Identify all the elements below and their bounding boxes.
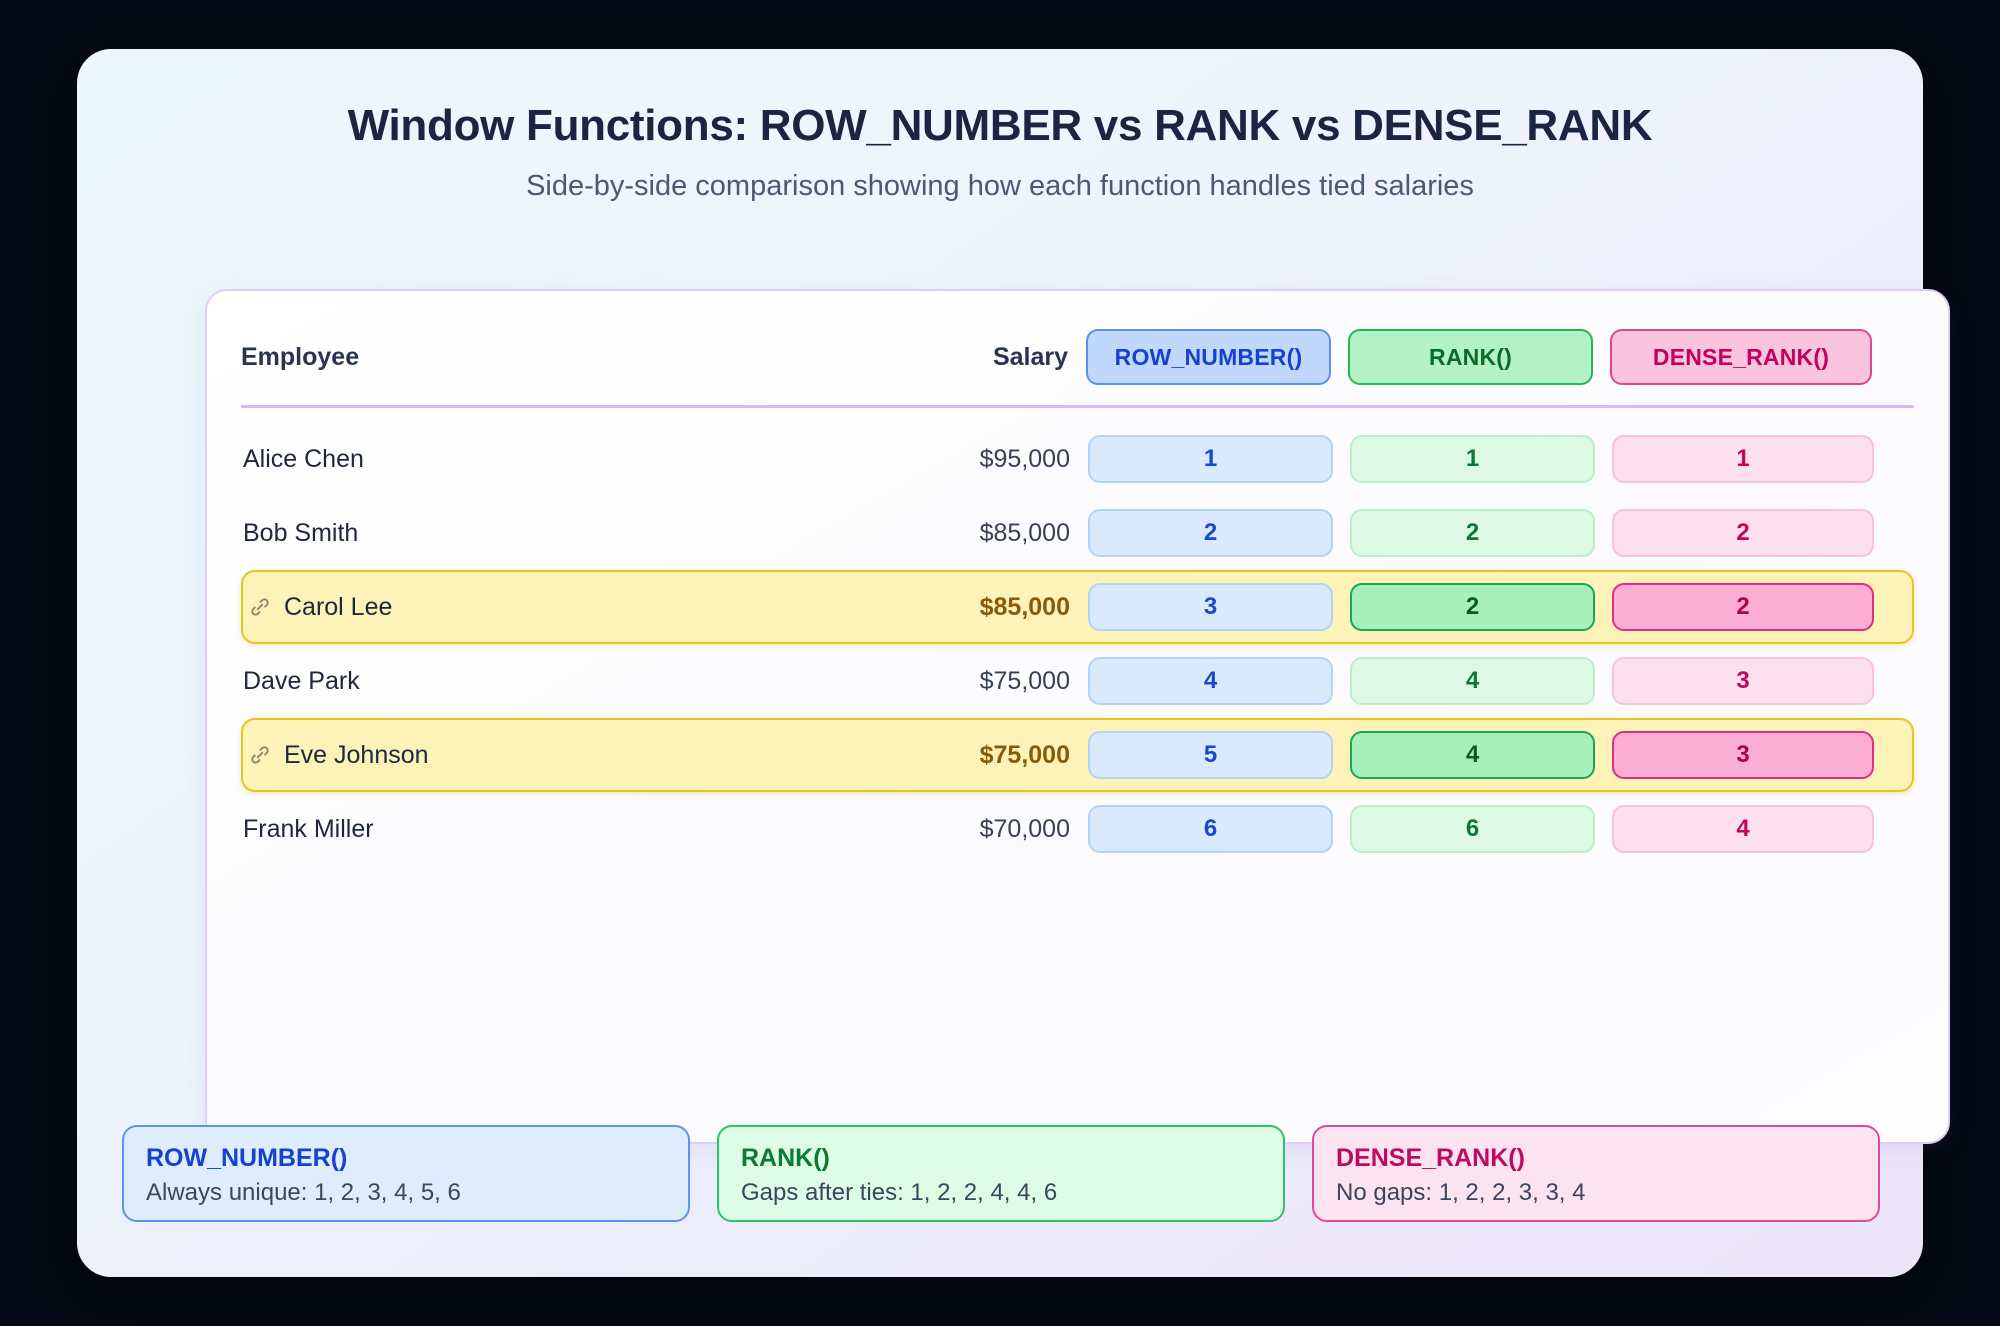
- cell-rank: 4: [1350, 657, 1612, 705]
- column-header-row-number[interactable]: ROW_NUMBER(): [1086, 329, 1348, 385]
- legend: ROW_NUMBER() Always unique: 1, 2, 3, 4, 5…: [122, 1125, 1880, 1222]
- cell-dense-rank: 2: [1612, 583, 1874, 631]
- column-header-dense-rank[interactable]: DENSE_RANK(): [1610, 329, 1872, 385]
- employee-name: Dave Park: [243, 667, 803, 696]
- dense-rank-badge: 2: [1612, 509, 1874, 557]
- cell-rank: 1: [1350, 435, 1612, 483]
- link-icon: [249, 744, 271, 766]
- legend-title: ROW_NUMBER(): [146, 1144, 348, 1172]
- employee-name-text: Carol Lee: [284, 592, 393, 621]
- rank-badge: 4: [1350, 731, 1595, 779]
- cell-row-number: 2: [1088, 509, 1350, 557]
- rank-badge: 2: [1350, 583, 1595, 631]
- employee-name: Alice Chen: [243, 445, 803, 474]
- dense-rank-badge: 4: [1612, 805, 1874, 853]
- row-number-badge: 1: [1088, 435, 1333, 483]
- legend-description: No gaps: 1, 2, 2, 3, 3, 4: [1336, 1179, 1586, 1207]
- page-subtitle: Side-by-side comparison showing how each…: [526, 170, 1474, 202]
- cell-employee: Frank Miller: [243, 815, 803, 844]
- cell-row-number: 5: [1088, 731, 1350, 779]
- cell-dense-rank: 1: [1612, 435, 1874, 483]
- row-number-badge: 5: [1088, 731, 1333, 779]
- page-title: Window Functions: ROW_NUMBER vs RANK vs …: [347, 101, 1653, 150]
- dense-rank-badge: 3: [1612, 731, 1874, 779]
- cell-salary: $70,000: [803, 815, 1088, 844]
- salary-value: $85,000: [979, 518, 1070, 547]
- legend-description: Always unique: 1, 2, 3, 4, 5, 6: [146, 1179, 461, 1207]
- cell-employee: Bob Smith: [243, 519, 803, 548]
- cell-salary: $75,000: [803, 741, 1088, 770]
- cell-dense-rank: 2: [1612, 509, 1874, 557]
- header-divider: [241, 405, 1914, 408]
- column-header-salary: Salary: [992, 342, 1068, 371]
- rank-pill[interactable]: RANK(): [1348, 329, 1593, 385]
- employee-name-text: Dave Park: [243, 666, 360, 695]
- dense-rank-badge: 1: [1612, 435, 1874, 483]
- cell-salary: $95,000: [803, 445, 1088, 474]
- cell-dense-rank: 3: [1612, 657, 1874, 705]
- rank-badge: 1: [1350, 435, 1595, 483]
- cell-salary: $85,000: [803, 519, 1088, 548]
- cell-rank: 4: [1350, 731, 1612, 779]
- employee-name-text: Frank Miller: [243, 814, 374, 843]
- row-number-badge: 2: [1088, 509, 1333, 557]
- legend-description: Gaps after ties: 1, 2, 2, 4, 4, 6: [741, 1179, 1058, 1207]
- row-number-pill[interactable]: ROW_NUMBER(): [1086, 329, 1331, 385]
- row-number-badge: 4: [1088, 657, 1333, 705]
- cell-employee: Dave Park: [243, 667, 803, 696]
- cell-employee: Alice Chen: [243, 445, 803, 474]
- row-number-badge: 6: [1088, 805, 1333, 853]
- legend-title: DENSE_RANK(): [1336, 1144, 1525, 1172]
- table-header-row: Employee Salary ROW_NUMBER() RANK() DENS…: [241, 319, 1914, 395]
- employee-name: Eve Johnson: [249, 741, 803, 770]
- cell-salary: $85,000: [803, 593, 1088, 622]
- employee-name: Frank Miller: [243, 815, 803, 844]
- cell-row-number: 1: [1088, 435, 1350, 483]
- salary-value: $95,000: [979, 444, 1070, 473]
- cell-rank: 2: [1350, 509, 1612, 557]
- dense-rank-badge: 3: [1612, 657, 1874, 705]
- comparison-panel: Employee Salary ROW_NUMBER() RANK() DENS…: [205, 289, 1950, 1144]
- employee-name-text: Eve Johnson: [284, 740, 429, 769]
- salary-value: $70,000: [979, 814, 1070, 843]
- cell-row-number: 6: [1088, 805, 1350, 853]
- cell-rank: 2: [1350, 583, 1612, 631]
- cell-row-number: 4: [1088, 657, 1350, 705]
- main-card: Window Functions: ROW_NUMBER vs RANK vs …: [77, 49, 1950, 1277]
- rank-badge: 4: [1350, 657, 1595, 705]
- dense-rank-pill[interactable]: DENSE_RANK(): [1610, 329, 1872, 385]
- rank-badge: 6: [1350, 805, 1595, 853]
- row-number-badge: 3: [1088, 583, 1333, 631]
- cell-dense-rank: 4: [1612, 805, 1874, 853]
- legend-card: ROW_NUMBER() Always unique: 1, 2, 3, 4, 5…: [122, 1125, 690, 1222]
- link-icon: [249, 596, 271, 618]
- legend-title: RANK(): [741, 1144, 830, 1172]
- cell-employee: Carol Lee: [243, 593, 803, 622]
- legend-card: DENSE_RANK() No gaps: 1, 2, 2, 3, 3, 4: [1312, 1125, 1880, 1222]
- employee-name: Carol Lee: [249, 593, 803, 622]
- column-header-rank[interactable]: RANK(): [1348, 329, 1610, 385]
- cell-rank: 6: [1350, 805, 1612, 853]
- salary-value: $75,000: [979, 666, 1070, 695]
- legend-card: RANK() Gaps after ties: 1, 2, 2, 4, 4, 6: [717, 1125, 1285, 1222]
- employee-name-text: Bob Smith: [243, 518, 359, 547]
- salary-value: $75,000: [979, 740, 1070, 769]
- cell-salary: $75,000: [803, 667, 1088, 696]
- cell-employee: Eve Johnson: [243, 741, 803, 770]
- rank-badge: 2: [1350, 509, 1595, 557]
- cell-dense-rank: 3: [1612, 731, 1874, 779]
- column-header-employee: Employee: [241, 342, 360, 371]
- employee-name-text: Alice Chen: [243, 444, 364, 473]
- cell-row-number: 3: [1088, 583, 1350, 631]
- employee-name: Bob Smith: [243, 519, 803, 548]
- dense-rank-badge: 2: [1612, 583, 1874, 631]
- salary-value: $85,000: [979, 592, 1070, 621]
